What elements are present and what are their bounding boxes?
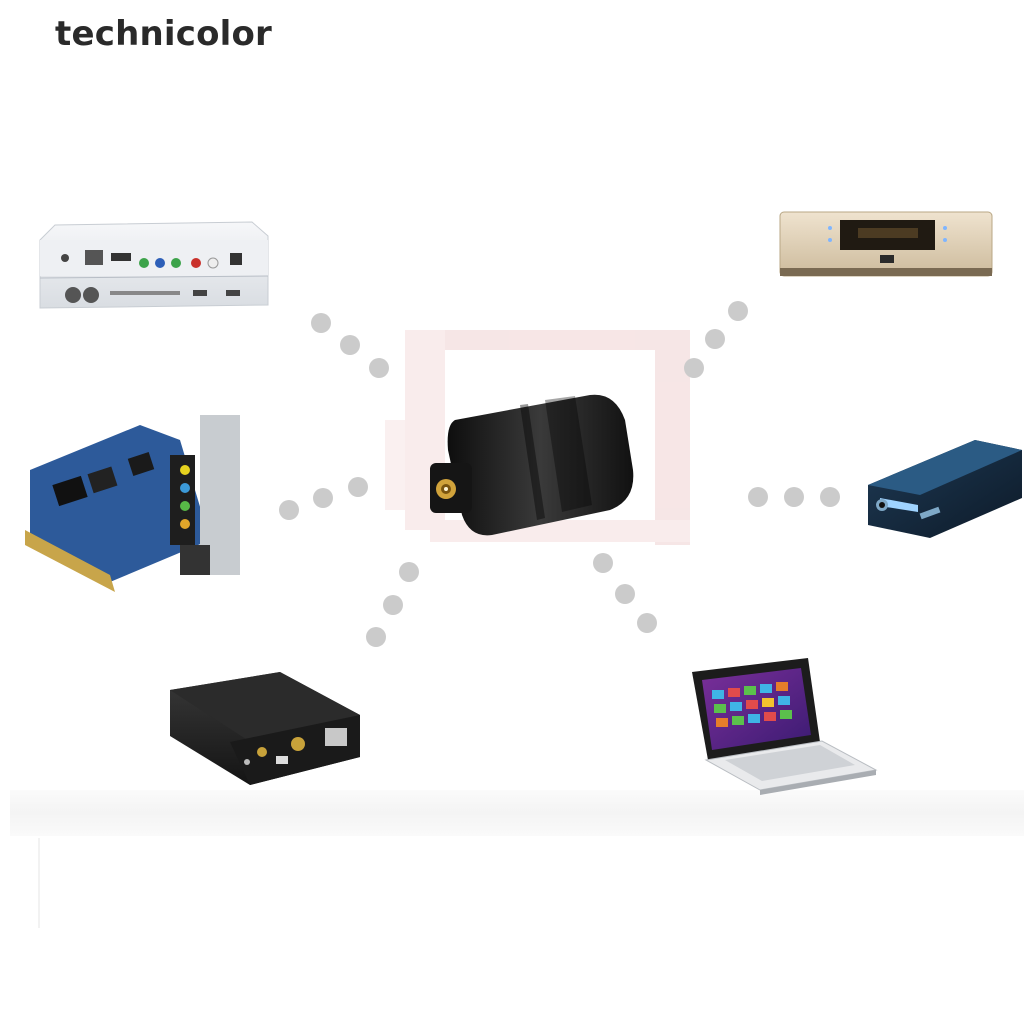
divider — [38, 838, 40, 928]
brand-wordmark: technicolor — [55, 14, 273, 54]
floor-band — [10, 790, 1024, 836]
cd-player-icon — [779, 211, 993, 277]
portable-dac-icon — [868, 440, 1022, 538]
ghost-watermark — [385, 330, 690, 545]
optical-adapter-icon — [430, 394, 634, 536]
laptop-icon — [692, 658, 878, 795]
connector-dots — [279, 301, 840, 647]
sound-card-icon — [25, 415, 240, 592]
dac-box-icon — [170, 672, 360, 785]
media-player-icon — [39, 221, 269, 309]
